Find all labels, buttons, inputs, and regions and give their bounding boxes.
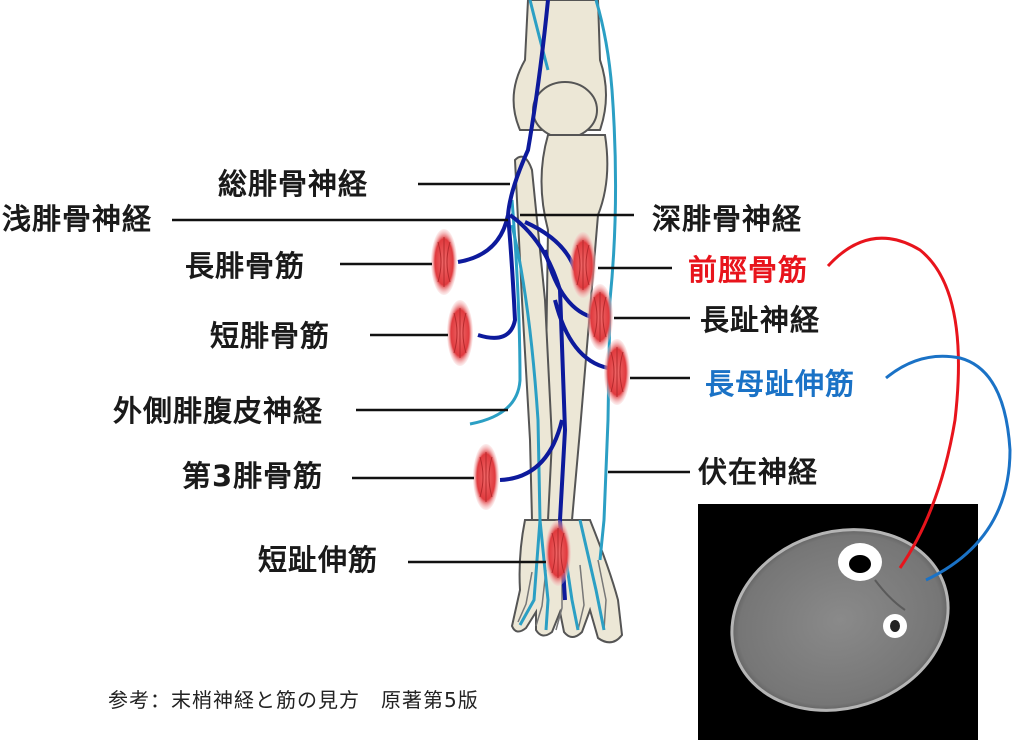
lateral-sural-line [469, 199, 522, 426]
muscle-icons [431, 229, 630, 586]
common-peroneal-line [506, 0, 550, 216]
label-peroneus-tertius: 第3腓骨筋 [182, 459, 324, 493]
muscle-peroneus-longus [431, 229, 457, 295]
extensor-hallucis-connector [885, 354, 1012, 582]
patella-bone [532, 81, 598, 139]
muscle-tibialis-anterior [570, 232, 596, 298]
label-tibialis-anterior: 前脛骨筋 [688, 253, 809, 287]
leader-lines [172, 182, 690, 564]
muscle-peroneus-tertius [473, 444, 499, 510]
label-long-toe-nerve: 長趾神経 [700, 303, 821, 337]
muscle-long-toe [587, 284, 613, 350]
peroneus-tertius-branch [499, 419, 564, 482]
label-extensor-hallucis-longus: 長母趾伸筋 [705, 367, 856, 401]
saphenous-nerve-line [594, 0, 618, 561]
label-deep-peroneal-nerve: 深腓骨神経 [652, 202, 803, 236]
label-common-peroneal-nerve: 総腓骨神経 [218, 167, 369, 201]
label-peroneus-brevis: 短腓骨筋 [210, 319, 331, 353]
fibula-bone [513, 155, 554, 521]
reference-citation: 参考：末梢神経と筋の見方 原著第5版 [108, 688, 479, 712]
muscle-extensor-digitorum-brevis [545, 520, 571, 586]
label-superficial-peroneal-nerve: 浅腓骨神経 [2, 202, 153, 236]
label-saphenous-nerve: 伏在神経 [698, 455, 819, 489]
ct-cross-section-image [698, 504, 978, 740]
superficial-peroneal-line [477, 214, 518, 340]
muscle-extensor-hallucis-longus [604, 339, 630, 405]
muscle-peroneus-brevis [447, 300, 473, 366]
label-lateral-sural-cutaneous-nerve: 外側腓腹皮神経 [113, 394, 324, 428]
foot-bones [510, 519, 624, 644]
label-peroneus-longus: 長腓骨筋 [185, 249, 306, 283]
tibialis-anterior-connector [826, 236, 960, 569]
label-extensor-digitorum-brevis: 短趾伸筋 [258, 543, 379, 577]
